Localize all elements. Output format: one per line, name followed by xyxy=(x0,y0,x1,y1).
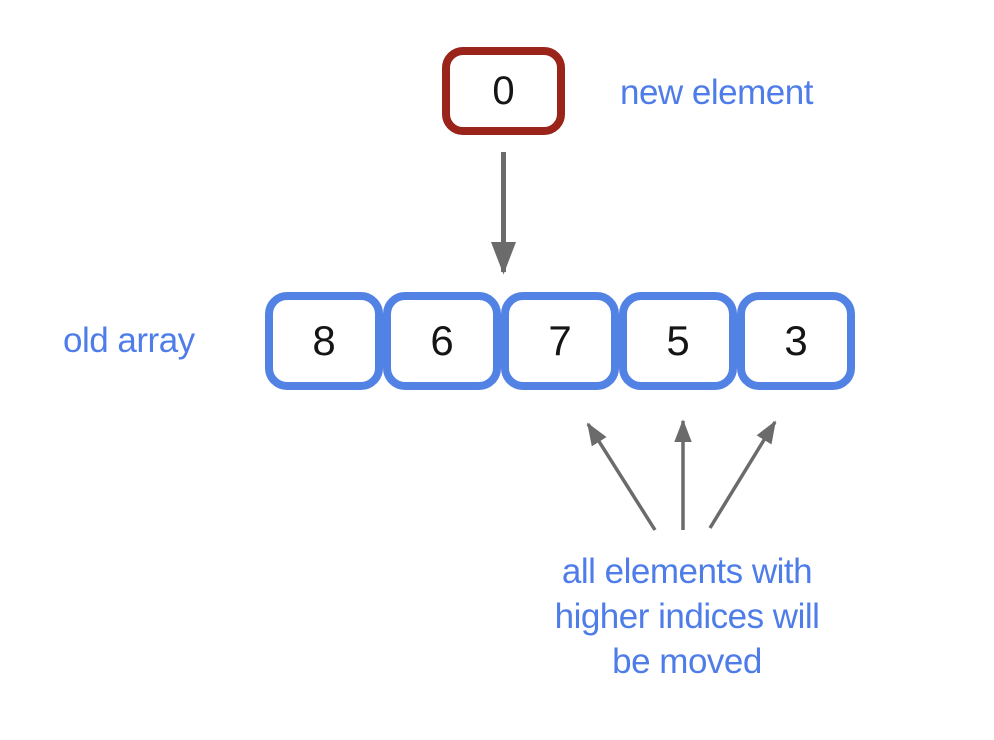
array-cell: 3 xyxy=(737,292,855,390)
annotation-line: be moved xyxy=(612,642,762,681)
annotation-line: higher indices will xyxy=(554,597,820,636)
new-element-label: new element xyxy=(620,73,813,112)
shift-arrow-left xyxy=(586,422,657,531)
old-array-label: old array xyxy=(63,321,195,360)
array-cell: 8 xyxy=(265,292,383,390)
new-element-value: 0 xyxy=(492,68,515,113)
array-cell: 6 xyxy=(383,292,501,390)
new-element-box: 0 xyxy=(442,47,565,135)
old-array: 8 6 7 5 3 xyxy=(265,292,855,390)
shift-arrow-right xyxy=(708,420,777,529)
annotation-line: all elements with xyxy=(561,552,813,591)
array-cell: 7 xyxy=(501,292,619,390)
shift-annotation: all elements with higher indices will be… xyxy=(555,549,820,684)
array-cell: 5 xyxy=(619,292,737,390)
